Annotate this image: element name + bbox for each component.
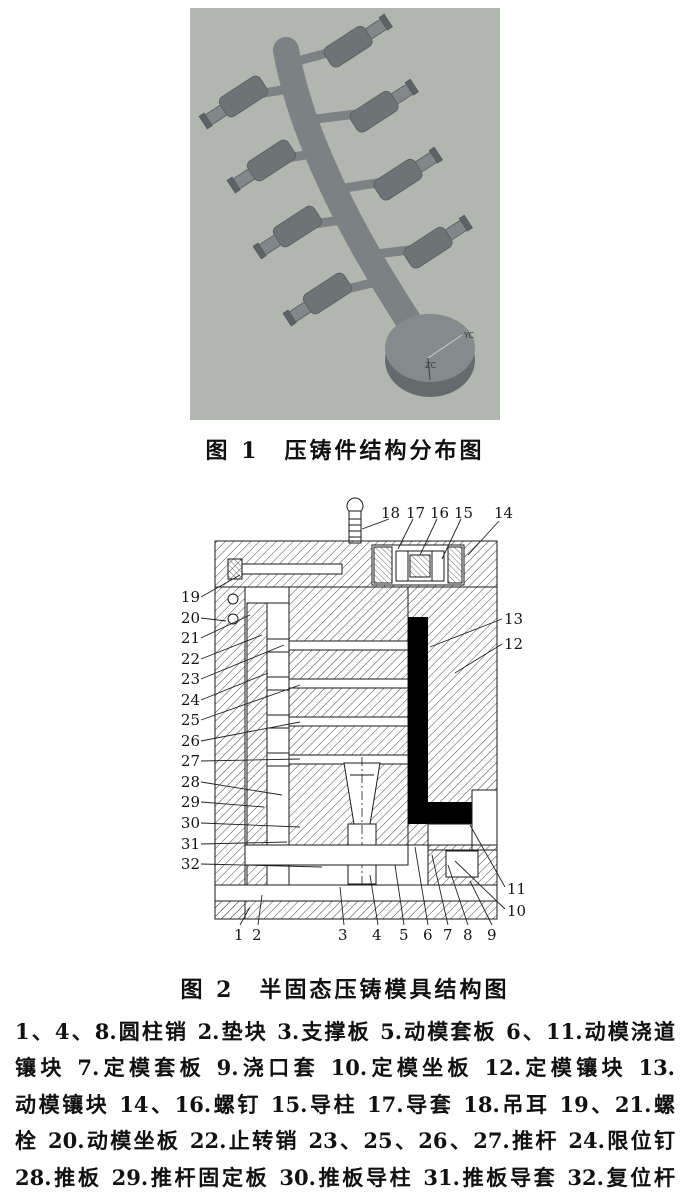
figure2-caption: 图 2 半固态压铸模具结构图 (180, 977, 510, 1003)
moving-mold-block (288, 586, 409, 846)
biscuit-disc: YC ZC (385, 314, 475, 397)
fig2-label-12: 12 (504, 635, 524, 653)
fig2-label-24: 24 (180, 691, 200, 709)
legend-line-4: 栓 20.动模坐板 22.止转销 23、25、26、27.推杆 24.限位钉 (15, 1128, 675, 1154)
fig2-label-19: 19 (180, 588, 200, 606)
casting-parts-left (198, 75, 352, 327)
legend-line-2: 镶块 7.定模套板 9.浇口套 10.定模坐板 12.定模镶块 13. (15, 1055, 675, 1081)
fig2-label-15: 15 (454, 504, 474, 522)
fig2-label-8: 8 (463, 926, 473, 944)
bottom-plate (214, 900, 498, 920)
fig2-label-14: 14 (494, 504, 514, 522)
bottom-rail (214, 884, 498, 902)
guide-bushing-assembly (371, 544, 465, 586)
cavity-void-right (471, 789, 498, 851)
legend-line-3: 动模镶块 14、16.螺钉 15.导柱 17.导套 18.吊耳 19、21.螺 (15, 1091, 675, 1117)
cavity-section-vertical (408, 617, 428, 802)
fig2-label-30: 30 (180, 814, 200, 832)
fig2-label-4: 4 (372, 926, 382, 944)
fig2-label-20: 20 (180, 609, 200, 627)
fig2-label-25: 25 (180, 711, 200, 729)
fig2-label-9: 9 (487, 926, 497, 944)
fig2-label-2: 2 (252, 926, 262, 944)
top-bolt (227, 558, 343, 580)
figure2-legend: 1、4、8.圆柱销 2.垫块 3.支撑板 5.动模套板 6、11.动模浇道 镶块… (15, 1014, 675, 1196)
fig2-label-5: 5 (399, 926, 409, 944)
leader-lines (200, 518, 506, 926)
fig2-label-21: 21 (180, 629, 200, 647)
fig2-label-6: 6 (423, 926, 433, 944)
bolt-head (227, 593, 239, 605)
sprue-bushing (343, 757, 381, 890)
fixed-seat-pocket (445, 850, 479, 878)
fig2-label-22: 22 (180, 650, 200, 668)
fig2-label-23: 23 (180, 670, 200, 688)
fig2-label-11: 11 (507, 880, 527, 898)
legend-line-1: 1、4、8.圆柱销 2.垫块 3.支撑板 5.动模套板 6、11.动模浇道 (15, 1019, 675, 1044)
runner-trunk (273, 37, 421, 333)
fig2-label-28: 28 (180, 773, 200, 791)
figure2-drawing: 18 17 16 15 14 19 20 21 22 23 24 25 26 2… (0, 495, 690, 960)
fig2-label-7: 7 (443, 926, 453, 944)
figure1-caption: 图 1 压铸件结构分布图 (205, 438, 485, 464)
figure1-image: YC ZC (190, 8, 500, 420)
figure2-section (200, 497, 506, 926)
axis-label-zc: ZC (425, 361, 436, 370)
fig2-label-10: 10 (507, 902, 527, 920)
support-plate (244, 844, 409, 866)
fig2-label-29: 29 (180, 793, 200, 811)
axis-label-yc: YC (463, 331, 474, 340)
cavity-section-horizontal (408, 802, 472, 824)
fig2-label-3: 3 (338, 926, 348, 944)
fig2-label-32: 32 (180, 855, 200, 873)
fig2-label-16: 16 (430, 504, 450, 522)
fig2-label-13: 13 (504, 610, 524, 628)
fig2-label-17: 17 (406, 504, 426, 522)
fig2-label-31: 31 (180, 835, 200, 853)
casting-parts-right (323, 13, 473, 269)
legend-line-5: 28.推板 29.推杆固定板 30.推板导柱 31.推板导套 32.复位杆 (15, 1164, 675, 1190)
fig2-label-18: 18 (381, 504, 401, 522)
fig2-label-26: 26 (180, 732, 200, 750)
eyebolt (346, 497, 364, 544)
fig2-label-27: 27 (180, 752, 200, 770)
left-wall (214, 586, 246, 920)
fig2-label-1: 1 (234, 926, 244, 944)
figure1-render: YC ZC (190, 8, 500, 420)
